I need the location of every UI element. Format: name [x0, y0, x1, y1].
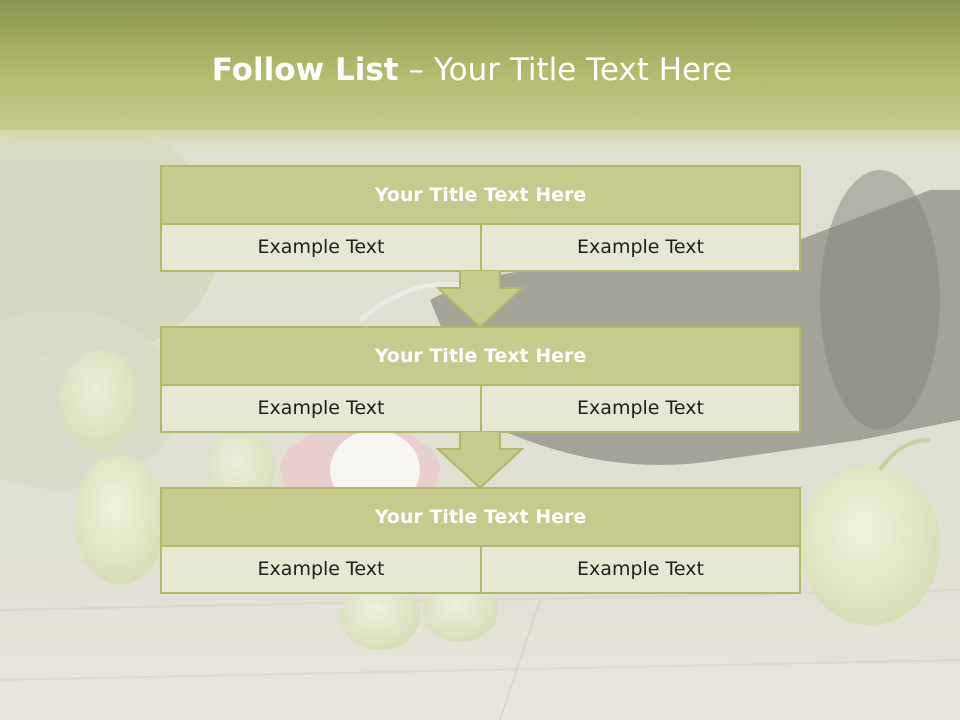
slide-title: Follow List – Your Title Text Here [0, 52, 944, 88]
follow-item-3: Your Title Text Here Example Text Exampl… [160, 487, 801, 594]
title-rest: – Your Title Text Here [398, 52, 733, 88]
follow-item-left-text: Example Text [162, 386, 482, 431]
follow-item-title: Your Title Text Here [162, 328, 799, 386]
follow-item-1: Your Title Text Here Example Text Exampl… [160, 165, 801, 272]
follow-item-right-text: Example Text [577, 397, 704, 419]
follow-item-left-text: Example Text [162, 547, 482, 592]
follow-item-right-text: Example Text [577, 236, 704, 258]
follow-item-title: Your Title Text Here [162, 489, 799, 547]
down-arrow-icon [436, 431, 524, 489]
down-arrow-icon [436, 270, 524, 328]
follow-item-2: Your Title Text Here Example Text Exampl… [160, 326, 801, 433]
follow-item-title: Your Title Text Here [162, 167, 799, 225]
follow-item-left-text: Example Text [162, 225, 482, 270]
follow-item-right-text: Example Text [577, 558, 704, 580]
title-bold: Follow List [211, 52, 399, 88]
